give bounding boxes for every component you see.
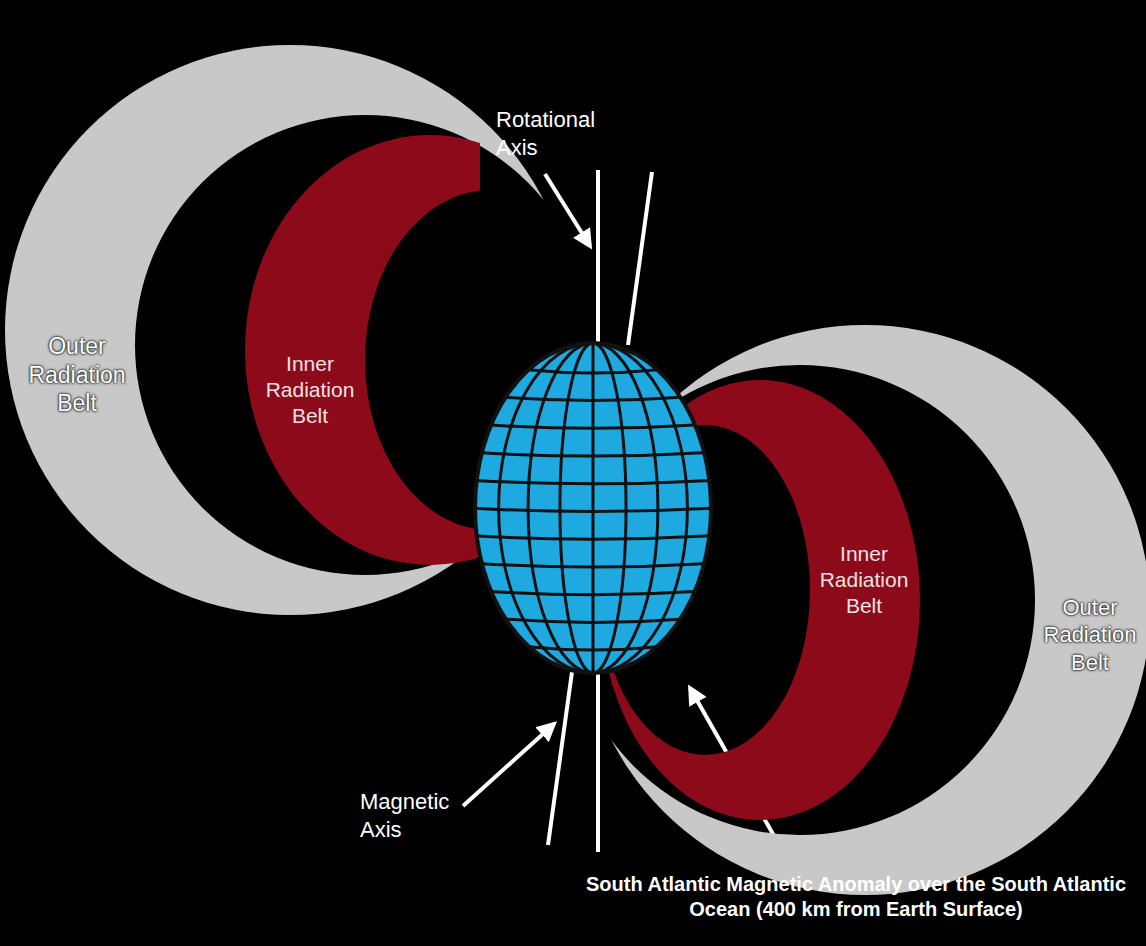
magnetic-axis-bottom	[548, 672, 572, 845]
belt-label: Inner Radiation Belt	[820, 541, 909, 620]
label-holder: Magnetic Axis	[360, 788, 449, 843]
belt-label: Outer Radiation Belt	[1044, 594, 1137, 677]
belt-label: Outer Radiation Belt	[28, 332, 125, 418]
leader-arrow	[463, 724, 554, 806]
anomaly-note: South Atlantic Magnetic Anomaly over the…	[578, 872, 1134, 922]
axis-label: Rotational Axis	[496, 106, 595, 161]
belt-crescent	[580, 325, 1146, 895]
belt-label: Inner Radiation Belt	[266, 351, 355, 430]
radiation-belt: Inner Radiation Belt	[235, 125, 495, 585]
belt-shape	[235, 125, 495, 585]
axis-label: Magnetic Axis	[360, 788, 449, 843]
magnetic-axis-top	[628, 172, 652, 345]
belt-crescent	[245, 135, 615, 565]
label-holder: South Atlantic Magnetic Anomaly over the…	[578, 872, 1134, 922]
label-holder: Rotational Axis	[496, 106, 595, 161]
